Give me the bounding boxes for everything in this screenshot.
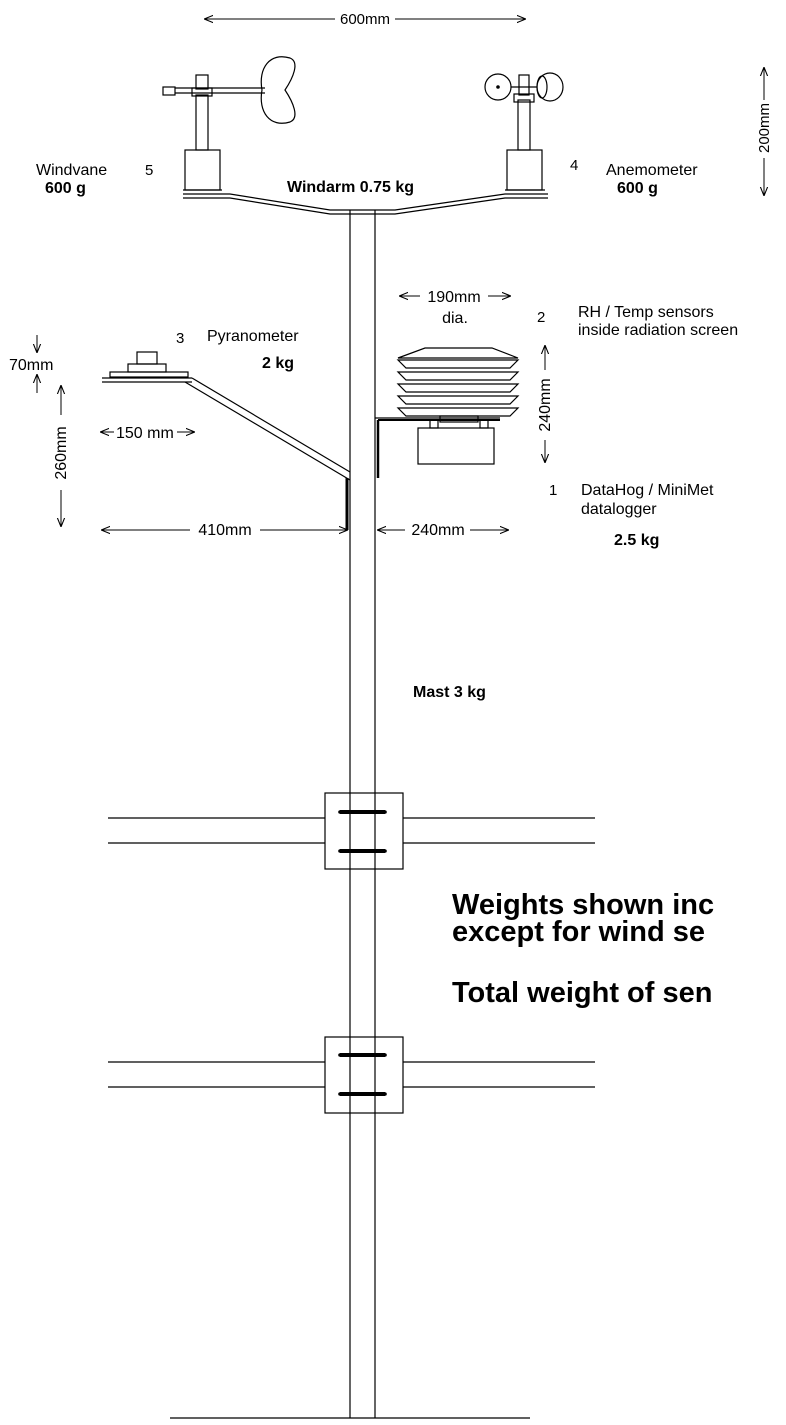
windvane-weight: 600 g — [45, 180, 86, 197]
dim-pyr-height-260: 260mm — [53, 426, 70, 479]
dim-top-width: 600mm — [340, 11, 390, 28]
dim-pyr-height: 70mm — [9, 357, 53, 374]
anemometer-sensor — [484, 72, 564, 191]
pyranometer-name: Pyranometer — [207, 328, 299, 345]
note-line2: except for wind se — [452, 916, 705, 948]
rh-temp-line2: inside radiation screen — [578, 322, 738, 339]
mounting-bracket-lower — [108, 1036, 595, 1114]
pyranometer-number: 3 — [176, 330, 184, 347]
mast-label: Mast 3 kg — [413, 684, 486, 701]
windvane-sensor — [162, 56, 296, 191]
dim-height-200: 200mm — [756, 103, 773, 153]
mounting-bracket-upper — [108, 792, 595, 870]
note-line1: Weights shown inc — [452, 889, 714, 921]
windvane-name: Windvane — [36, 162, 107, 179]
dim-pyr-width: 150 mm — [116, 425, 174, 442]
pyranometer-weight: 2 kg — [262, 355, 294, 372]
datalogger-line1: DataHog / MiniMet — [581, 482, 714, 499]
anemometer-weight: 600 g — [617, 180, 658, 197]
dim-left-arm: 410mm — [198, 522, 251, 539]
dimension-lines — [37, 19, 764, 530]
dim-right-arm: 240mm — [411, 522, 464, 539]
dim-screen-dia: 190mm — [427, 289, 480, 306]
note-line3: Total weight of sen — [452, 977, 712, 1009]
rh-temp-line1: RH / Temp sensors — [578, 304, 714, 321]
datalogger-box — [375, 417, 500, 478]
dim-screen-height: 240mm — [537, 378, 554, 431]
windvane-number: 5 — [145, 162, 153, 179]
anemometer-number: 4 — [570, 157, 578, 174]
anemometer-name: Anemometer — [606, 162, 698, 179]
datalogger-number: 1 — [549, 482, 557, 499]
dim-screen-dia-suffix: dia. — [442, 310, 468, 327]
rh-temp-number: 2 — [537, 309, 545, 326]
windarm — [183, 193, 548, 215]
pyranometer-sensor — [102, 351, 351, 530]
datalogger-line2: datalogger — [581, 501, 657, 518]
radiation-screen — [396, 347, 520, 423]
datalogger-weight: 2.5 kg — [614, 532, 659, 549]
windarm-label: Windarm 0.75 kg — [287, 179, 414, 196]
